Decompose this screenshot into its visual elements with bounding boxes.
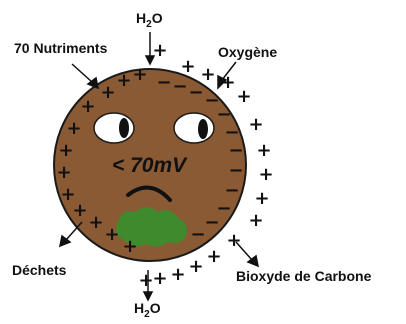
- plus-sign-icon: +: [236, 86, 251, 107]
- minus-sign-icon: −: [216, 104, 231, 125]
- plus-sign-icon: +: [104, 224, 119, 245]
- minus-sign-icon: −: [204, 90, 219, 111]
- plus-sign-icon: +: [256, 140, 271, 161]
- arrow-icon: [58, 221, 83, 248]
- arrows: [58, 32, 260, 302]
- plus-sign-icon: +: [100, 82, 115, 103]
- water-bottom-sub: 2: [144, 308, 150, 320]
- minus-sign-icon: −: [190, 224, 205, 245]
- plus-sign-icon: +: [248, 114, 263, 135]
- oxygen-label: Oxygène: [218, 44, 278, 60]
- right-eye-icon: [173, 112, 215, 144]
- plus-sign-icon: +: [80, 96, 95, 117]
- plus-sign-icon: +: [254, 188, 269, 209]
- plus-sign-icon: +: [226, 230, 241, 251]
- co2-label: Bioxyde de Carbone: [236, 268, 372, 284]
- water-bottom-label: H2O: [134, 300, 161, 320]
- plus-sign-icon: +: [152, 268, 167, 289]
- minus-sign-icon: −: [156, 72, 171, 93]
- minus-sign-icon: −: [188, 82, 203, 103]
- plus-sign-icon: +: [58, 140, 73, 161]
- plus-sign-icon: +: [220, 72, 235, 93]
- water-top-h: H: [136, 10, 147, 26]
- plus-sign-icon: +: [258, 164, 273, 185]
- plus-sign-icon: +: [116, 70, 131, 91]
- plus-sign-icon: +: [132, 64, 147, 85]
- plus-sign-icon: +: [60, 184, 75, 205]
- minus-signs: − − − − − − − − − − − −: [156, 72, 243, 245]
- waste-label: Déchets: [12, 262, 67, 278]
- water-bottom-o: O: [149, 300, 161, 316]
- plus-sign-icon: +: [206, 246, 221, 267]
- plus-sign-icon: +: [56, 162, 71, 183]
- plus-sign-icon: +: [122, 236, 137, 257]
- arrow-icon: [144, 32, 156, 66]
- minus-sign-icon: −: [216, 198, 231, 219]
- minus-sign-icon: −: [228, 160, 243, 181]
- minus-sign-icon: −: [172, 76, 187, 97]
- plus-sign-icon: +: [180, 56, 195, 77]
- plus-sign-icon: +: [200, 64, 215, 85]
- arrow-icon: [71, 63, 100, 90]
- plus-sign-icon: +: [138, 270, 153, 291]
- nutrients-label: 70 Nutriments: [14, 40, 108, 56]
- plus-sign-icon: +: [170, 264, 185, 285]
- arrow-icon: [235, 241, 260, 268]
- water-top-sub: 2: [146, 18, 152, 30]
- plus-sign-icon: +: [248, 210, 263, 231]
- plus-sign-icon: +: [88, 212, 103, 233]
- plus-sign-icon: +: [152, 40, 167, 61]
- water-top-o: O: [151, 10, 163, 26]
- plus-signs: + + + + + + + + + + + + + + + + + + + + …: [56, 40, 273, 291]
- water-top-label: H2O: [136, 10, 163, 30]
- minus-sign-icon: −: [224, 122, 239, 143]
- arrow-icon: [142, 270, 154, 302]
- minus-sign-icon: −: [228, 140, 243, 161]
- plus-sign-icon: +: [72, 200, 87, 221]
- voltage-label: < 70mV: [112, 154, 188, 177]
- left-eye-icon: [93, 112, 135, 144]
- minus-sign-icon: −: [204, 212, 219, 233]
- green-stain: [116, 207, 187, 247]
- plus-sign-icon: +: [188, 256, 203, 277]
- water-bottom-h: H: [134, 300, 145, 316]
- plus-sign-icon: +: [66, 118, 81, 139]
- frown-mouth-icon: [126, 185, 172, 202]
- minus-sign-icon: −: [224, 180, 239, 201]
- arrow-icon: [217, 61, 237, 90]
